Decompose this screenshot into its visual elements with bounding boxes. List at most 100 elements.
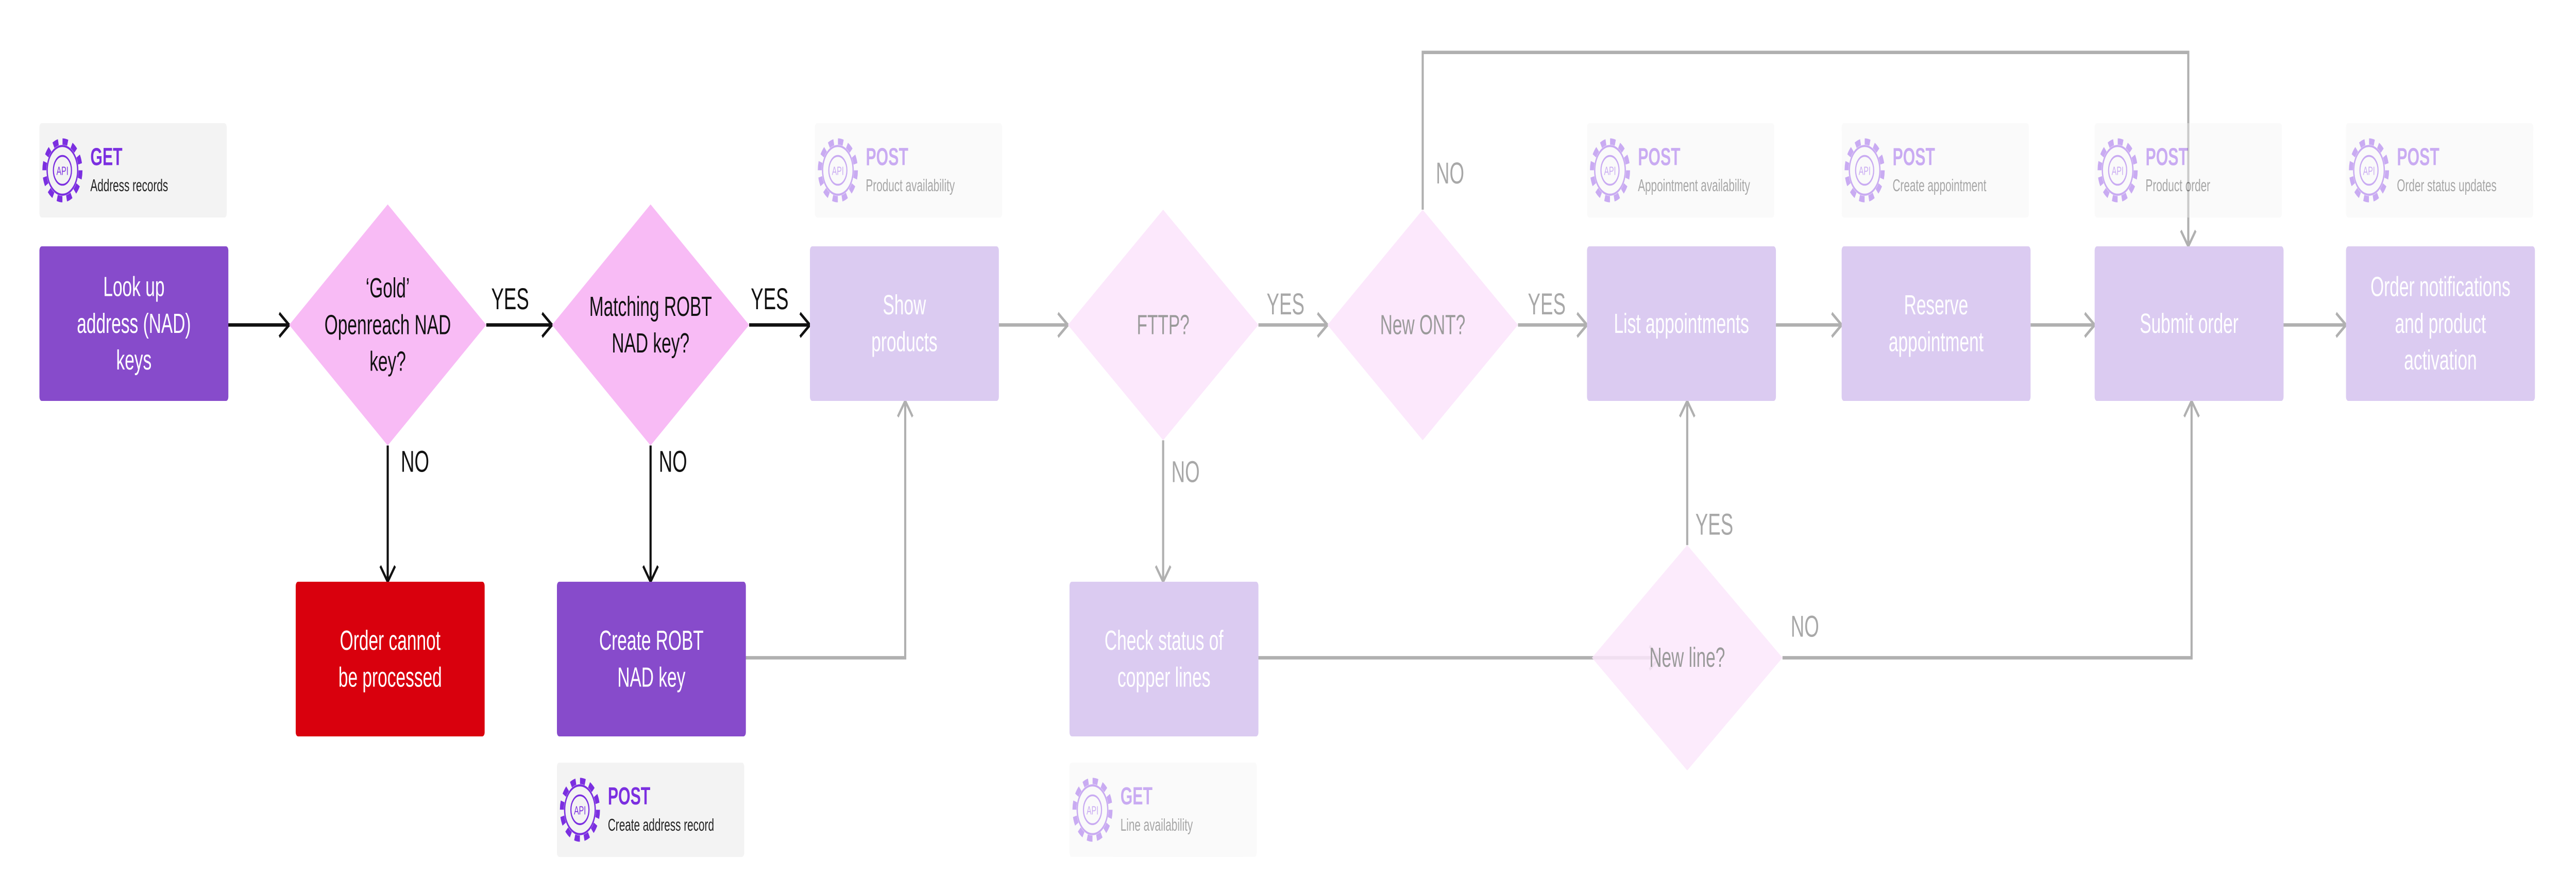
label-no: NO (401, 445, 429, 479)
api-method: POST (866, 142, 908, 171)
label-no: NO (659, 445, 687, 479)
label-line: Submit order (2140, 309, 2239, 339)
label-line: Order notifications (2370, 272, 2511, 302)
api-method: POST (1892, 142, 1935, 171)
api-card: API POST Order status updates (2346, 123, 2534, 218)
label-line: NAD key (617, 663, 686, 693)
api-description: Product availability (866, 176, 955, 195)
node-label: Order notifications and product activation (2370, 272, 2511, 376)
arrow-create-to-show (742, 398, 913, 660)
api-icon-text: API (574, 804, 586, 817)
step-check-copper: Check status of copper lines (1069, 581, 1259, 736)
node-label: ‘Gold’ Openreach NAD key? (325, 273, 451, 377)
label-no: NO (1172, 456, 1200, 489)
api-icon-text: API (1604, 165, 1616, 178)
connectors (227, 312, 812, 585)
step-list-appointments: List appointments (1587, 246, 1776, 401)
label-line: address (NAD) (77, 309, 191, 339)
step-notifications: Order notifications and product activation (2346, 246, 2535, 401)
label-yes: YES (751, 283, 788, 316)
label-line: Look up (103, 272, 164, 302)
api-card: API GET Address records (39, 123, 227, 218)
label-line: products (871, 327, 937, 358)
label-yes: YES (1696, 508, 1733, 542)
api-method: POST (608, 782, 651, 810)
api-description: Order status updates (2397, 176, 2496, 195)
api-icon-text: API (2363, 165, 2375, 178)
decision-new-ont: New ONT? (1327, 209, 1518, 441)
label-yes: YES (1528, 288, 1566, 322)
decision-matching: Matching ROBT NAD key? (552, 204, 750, 446)
api-description: Create appointment (1892, 176, 1986, 195)
node-label: New ONT? (1380, 310, 1466, 341)
node-label: Check status of copper lines (1105, 626, 1224, 693)
node-label: Order cannot be processed (338, 626, 442, 693)
api-icon-text: API (1087, 804, 1098, 817)
node-label: New line? (1649, 643, 1725, 673)
label-line: Create ROBT (599, 626, 704, 656)
label-line: New line? (1649, 643, 1725, 673)
node-label: Matching ROBT NAD key? (589, 292, 712, 359)
api-icon-text: API (1859, 165, 1871, 178)
faded-connectors (742, 51, 2348, 671)
label-line: FTTP? (1137, 310, 1190, 341)
node-label: Create ROBT NAD key (599, 626, 704, 693)
label-line: be processed (338, 663, 442, 693)
api-method: GET (90, 142, 123, 171)
api-gear-icon: API (560, 778, 600, 842)
step-cannot: Order cannot be processed (295, 581, 485, 736)
decision-gold: ‘Gold’ Openreach NAD key? (289, 204, 486, 446)
api-icon-text: API (832, 165, 844, 178)
node-label: FTTP? (1137, 310, 1190, 341)
decision-new-line: New line? (1591, 545, 1783, 771)
node-label: Show products (871, 291, 937, 358)
label-line: Openreach NAD (325, 310, 451, 341)
arrow-newline-no (1782, 398, 2200, 660)
api-gear-icon: API (818, 138, 858, 203)
step-reserve: Reserve appointment (1841, 246, 2031, 401)
api-gear-icon: API (2349, 138, 2389, 203)
arrow-ont-no (1421, 51, 2197, 249)
label-line: Reserve (1904, 291, 1969, 321)
api-gear-icon: API (42, 138, 83, 203)
label-line: New ONT? (1380, 310, 1466, 341)
label-line: List appointments (1614, 309, 1749, 339)
api-method: POST (2146, 142, 2189, 171)
api-gear-icon: API (1844, 138, 1885, 203)
label-line: Check status of (1105, 626, 1224, 656)
label-line: key? (369, 347, 406, 377)
label-line: and product (2395, 309, 2486, 339)
node-label: Submit order (2140, 309, 2239, 339)
label-line: Order cannot (340, 626, 441, 656)
step-create-robt: Create ROBT NAD key (556, 581, 746, 736)
api-gear-icon: API (2097, 138, 2138, 203)
label-yes: YES (1267, 288, 1304, 322)
label-no: NO (1791, 610, 1819, 644)
api-icon-text: API (2112, 165, 2124, 178)
api-gear-icon: API (1590, 138, 1630, 203)
api-description: Address records (90, 176, 168, 195)
label-line: activation (2404, 345, 2477, 376)
step-show-products: Show products (810, 246, 999, 401)
api-method: POST (2397, 142, 2439, 171)
label-line: Show (883, 291, 926, 321)
api-method: POST (1638, 142, 1681, 171)
label-yes: YES (491, 283, 529, 316)
api-card: API POST Create appointment (1841, 123, 2029, 218)
label-line: ‘Gold’ (366, 273, 410, 304)
label-line: copper lines (1117, 663, 1210, 693)
label-line: NAD key? (612, 328, 689, 359)
api-gear-icon: API (1072, 778, 1113, 842)
label-line: Matching ROBT (589, 292, 712, 322)
api-icon-text: API (57, 165, 69, 178)
label-line: appointment (1889, 327, 1984, 358)
label-no: NO (1436, 157, 1464, 190)
api-method: GET (1121, 782, 1153, 810)
